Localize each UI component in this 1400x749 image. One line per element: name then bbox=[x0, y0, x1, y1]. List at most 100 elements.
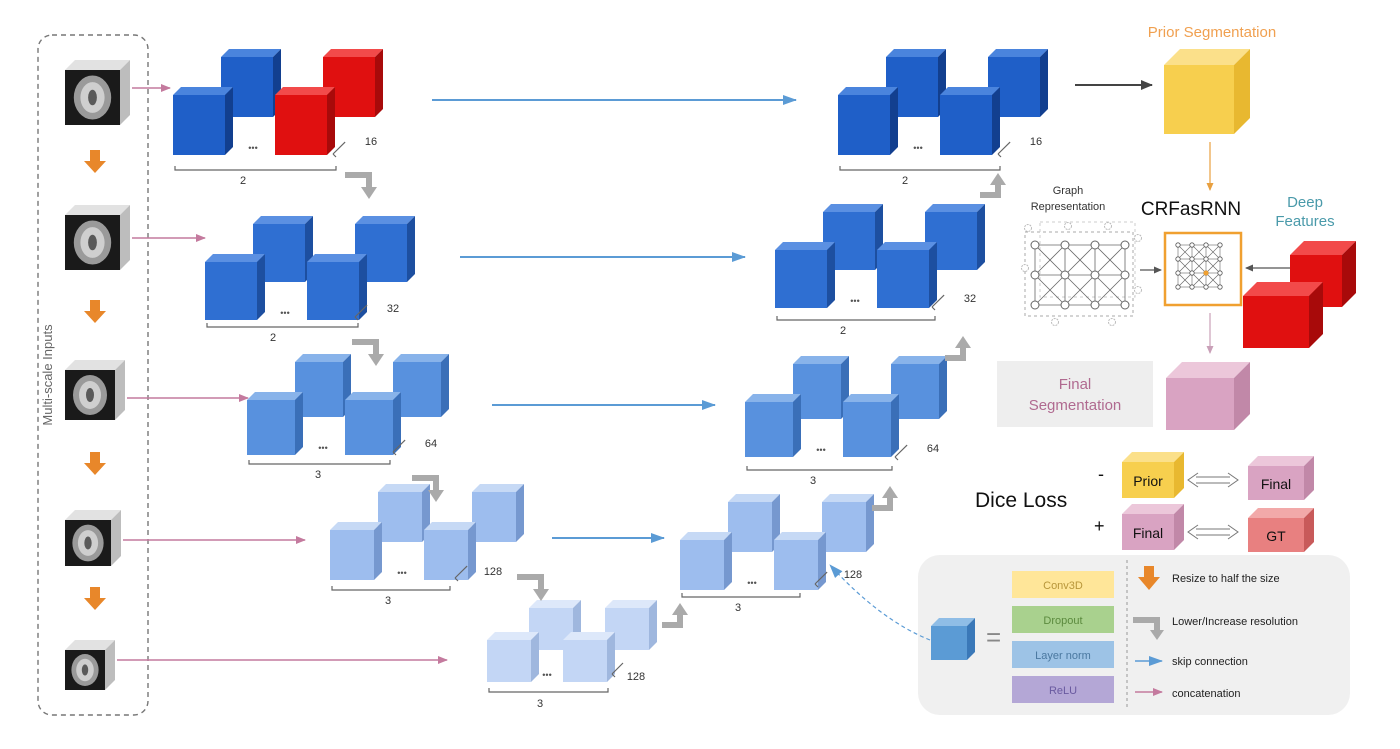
crf-node bbox=[1175, 284, 1181, 290]
equivalence-arrow bbox=[1187, 472, 1239, 488]
cube-front bbox=[877, 242, 937, 308]
cube-front bbox=[775, 242, 835, 308]
graph-node-faded bbox=[1024, 224, 1032, 232]
prior-segmentation-cube bbox=[1164, 49, 1250, 134]
block-pair bbox=[205, 216, 313, 320]
cube-back bbox=[472, 484, 524, 542]
block-pair bbox=[330, 484, 430, 580]
input-thumbnails bbox=[65, 60, 448, 690]
graph-node bbox=[1090, 270, 1100, 280]
count-bracket bbox=[746, 466, 893, 471]
count-bracket bbox=[488, 688, 609, 693]
graph-edge bbox=[1034, 274, 1066, 306]
graph-label-line1: Graph bbox=[1053, 185, 1084, 197]
count-label: 2 bbox=[840, 325, 846, 337]
ellipsis-dots: ••• bbox=[913, 143, 922, 153]
lower-resolution-arrow bbox=[517, 574, 549, 601]
crf-node bbox=[1189, 270, 1195, 276]
decoder-level-1: •••216 bbox=[838, 49, 1048, 187]
crf-node bbox=[1217, 256, 1223, 262]
channel-bracket bbox=[611, 662, 624, 678]
crf-node bbox=[1175, 256, 1181, 262]
legend-block-cube bbox=[931, 618, 975, 660]
block-pair bbox=[680, 494, 780, 590]
cube-back bbox=[822, 494, 874, 552]
legend-item-label: concatenation bbox=[1172, 688, 1241, 700]
encoder-level-1: •••216 bbox=[173, 49, 383, 187]
channel-bracket bbox=[814, 571, 828, 588]
ellipsis-dots: ••• bbox=[542, 670, 551, 680]
graph-edge bbox=[1064, 274, 1096, 306]
cube-front bbox=[330, 522, 382, 580]
channel-label: 128 bbox=[844, 569, 862, 581]
count-label: 3 bbox=[735, 602, 741, 614]
cube-front bbox=[838, 87, 898, 155]
dice-prior-cube-label: Prior bbox=[1133, 473, 1163, 489]
graph-edge bbox=[1094, 274, 1126, 306]
resize-arrow bbox=[84, 452, 106, 475]
graph-node bbox=[1060, 300, 1070, 310]
ellipsis-dots: ••• bbox=[248, 143, 257, 153]
resolution-change-arrows bbox=[345, 172, 1006, 628]
legend-layer-label: Conv3D bbox=[1043, 580, 1083, 592]
crf-edge bbox=[1205, 244, 1221, 260]
equivalence-arrow bbox=[1187, 524, 1239, 540]
block-pair bbox=[424, 484, 524, 580]
mri-input-2 bbox=[65, 205, 130, 270]
graph-node-faded bbox=[1064, 222, 1072, 230]
crf-node bbox=[1175, 242, 1181, 248]
final-segmentation-label-box bbox=[997, 361, 1153, 427]
block-pair bbox=[247, 354, 351, 455]
legend-resize-icon bbox=[1138, 566, 1160, 590]
graph-node bbox=[1030, 270, 1040, 280]
ellipsis-dots: ••• bbox=[397, 568, 406, 578]
cube-back bbox=[793, 356, 849, 419]
block-pair bbox=[775, 204, 883, 308]
count-label: 2 bbox=[240, 175, 246, 187]
count-label: 3 bbox=[810, 475, 816, 487]
final-label-line2: Segmentation bbox=[1029, 397, 1122, 414]
graph-node bbox=[1120, 240, 1130, 250]
dice-final-cube-label: Final bbox=[1261, 476, 1291, 492]
legend-panel bbox=[918, 555, 1350, 715]
crf-node bbox=[1217, 284, 1223, 290]
cube-back bbox=[378, 484, 430, 542]
channel-label: 128 bbox=[484, 566, 502, 578]
graph-node-faded bbox=[1104, 222, 1112, 230]
graph-node-faded bbox=[1134, 234, 1142, 242]
deep-feature-cube bbox=[1243, 282, 1323, 348]
block-pair bbox=[275, 49, 383, 155]
count-bracket bbox=[681, 593, 801, 598]
lower-resolution-arrow bbox=[352, 339, 384, 366]
multi-scale-inputs-panel bbox=[37, 34, 149, 716]
channel-label: 64 bbox=[927, 443, 939, 455]
graph-node bbox=[1060, 270, 1070, 280]
cube-front bbox=[487, 632, 539, 682]
cube-back bbox=[823, 204, 883, 270]
dice-final-cube: Final bbox=[1122, 504, 1184, 550]
legend-resolution-icon bbox=[1133, 617, 1164, 640]
crf-node bbox=[1175, 270, 1181, 276]
crf-node bbox=[1203, 242, 1209, 248]
graph-node-faded bbox=[1108, 318, 1116, 326]
graph-node bbox=[1030, 240, 1040, 250]
lower-resolution-arrow bbox=[345, 172, 377, 199]
channel-label: 128 bbox=[627, 671, 645, 683]
dice-prior-cube: Prior bbox=[1122, 452, 1184, 498]
cube-front bbox=[247, 392, 303, 455]
cube-front bbox=[173, 87, 233, 155]
count-label: 2 bbox=[902, 175, 908, 187]
graph-node bbox=[1120, 270, 1130, 280]
channel-bracket bbox=[454, 565, 468, 582]
block-pair bbox=[940, 49, 1048, 155]
block-pair bbox=[173, 49, 281, 155]
resize-arrow bbox=[84, 300, 106, 323]
decoder-level-2: •••232 bbox=[775, 204, 985, 337]
block-groups: •••216•••232•••364•••3128•••216•••232•••… bbox=[173, 49, 1048, 710]
count-bracket bbox=[331, 586, 451, 591]
crf-node bbox=[1189, 256, 1195, 262]
legend-layer-box bbox=[1012, 571, 1114, 598]
